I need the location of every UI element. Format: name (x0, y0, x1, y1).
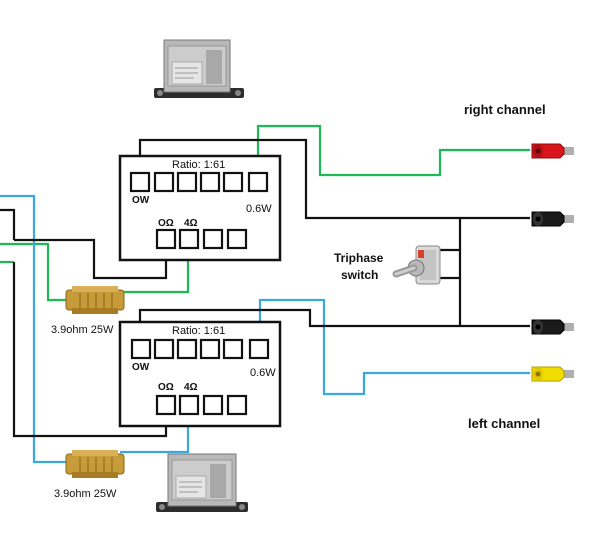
transformer-icon (154, 39, 244, 98)
switch-label-line1: Triphase (334, 251, 384, 265)
black-wire-ground-to-0ohm-top (14, 238, 168, 280)
ow-label: OW (132, 195, 150, 206)
power-label: 0.6W (246, 203, 272, 215)
ratio-label: Ratio: 1:61 (172, 325, 225, 337)
four-ohm-label: 4Ω (184, 218, 198, 229)
resistor-label: 3.9ohm 25W (51, 324, 114, 336)
right-channel-label: right channel (464, 102, 546, 117)
primary-terminals (129, 171, 269, 193)
four-ohm-label: 4Ω (184, 382, 198, 393)
banana-jack-icon (531, 211, 574, 227)
power-label: 0.6W (250, 367, 276, 379)
banana-jack-icon (531, 366, 574, 382)
green-wire-left-input (0, 242, 70, 302)
secondary-terminals (155, 394, 248, 416)
transformer-box-top: Ratio: 1:61 OW 0.6W OΩ 4Ω (118, 154, 282, 262)
banana-jack-icon (531, 319, 574, 335)
primary-terminals (130, 338, 270, 360)
blue-wire-left-input (0, 194, 68, 464)
ow-label: OW (132, 362, 150, 373)
black-wire-top-loop (138, 138, 530, 220)
zero-ohm-label: OΩ (158, 218, 174, 229)
wirewound-resistor-icon (65, 286, 125, 314)
resistor-label: 3.9ohm 25W (54, 488, 117, 500)
secondary-terminals (155, 228, 248, 250)
blue-wire-left-signal (258, 298, 530, 396)
left-channel-label: left channel (468, 416, 540, 431)
toggle-switch-icon (392, 245, 441, 285)
ratio-label: Ratio: 1:61 (172, 159, 225, 171)
zero-ohm-label: OΩ (158, 382, 174, 393)
transformer-icon (156, 453, 248, 512)
green-wire-right-signal (256, 124, 530, 189)
black-wire-left-ground-top (0, 208, 16, 240)
wirewound-resistor-icon (65, 450, 125, 478)
transformer-box-bottom: Ratio: 1:61 OW 0.6W OΩ 4Ω (118, 320, 282, 428)
switch-label-line2: switch (341, 268, 378, 282)
banana-jack-icon (531, 143, 574, 159)
